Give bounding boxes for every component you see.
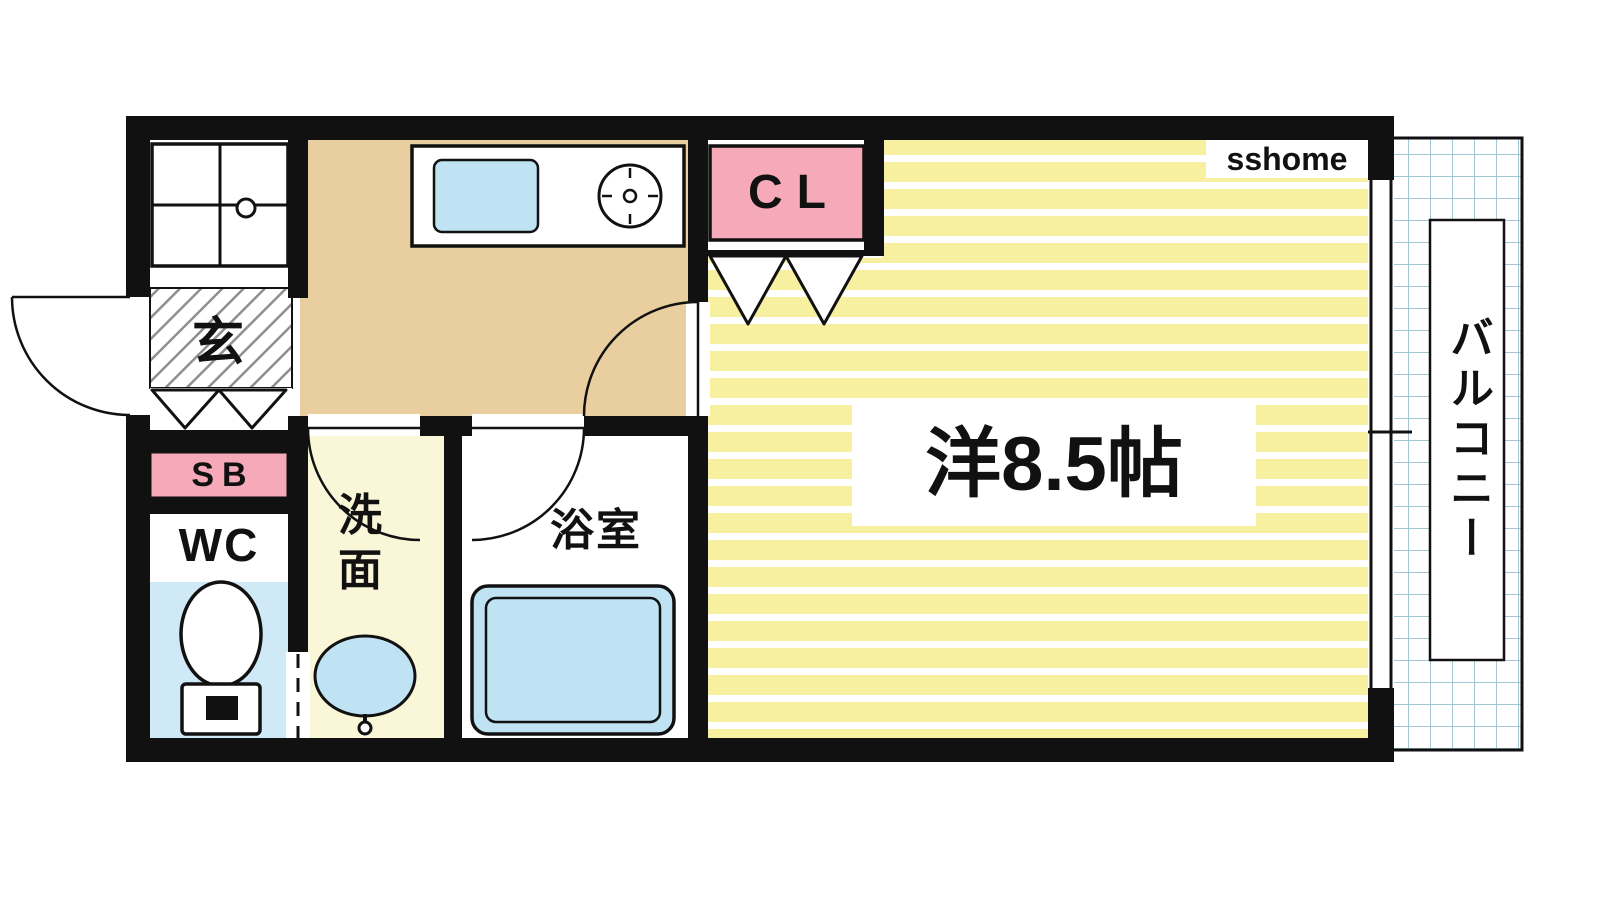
bathtub-inner <box>484 596 662 724</box>
folding-doors <box>150 254 864 430</box>
wall-segment <box>864 140 884 256</box>
bathtub <box>470 584 676 736</box>
door-swings <box>10 295 700 542</box>
wall-segment <box>1368 688 1394 762</box>
wall-segment <box>126 116 150 297</box>
kitchen-door-arc <box>582 300 699 417</box>
kitchen-sink <box>432 158 540 234</box>
wall-segment <box>126 415 150 762</box>
wall-segment <box>444 420 462 742</box>
wall-segment <box>1368 116 1394 180</box>
entrance-label: 玄 <box>192 314 245 372</box>
stove-burner-ticks <box>602 168 658 224</box>
equipment-box <box>150 142 290 268</box>
toilet-label: WC <box>178 519 260 571</box>
washroom-door-arc <box>306 427 421 542</box>
balcony-label-plate <box>1428 218 1506 662</box>
threshold <box>472 414 584 436</box>
walls <box>126 116 1394 762</box>
wall-segment <box>126 116 1394 140</box>
closet-label-box <box>708 144 866 242</box>
basin-knob <box>357 720 373 736</box>
door-thresholds <box>286 302 710 738</box>
stove-burner-center <box>622 188 638 204</box>
bathroom-door-arc <box>471 427 586 542</box>
wall-segment <box>150 430 292 452</box>
closet-label: CL <box>748 166 840 219</box>
wash-basin <box>313 634 417 736</box>
entrance-hatch-floor <box>149 287 293 389</box>
bathroom-label: 浴室 <box>550 506 642 555</box>
threshold <box>308 414 420 436</box>
main-room-label-plate <box>852 404 1256 526</box>
wall-segment <box>584 416 706 436</box>
wall-segment <box>288 416 308 652</box>
closet-front-line <box>706 250 864 256</box>
closet-door-triangle <box>708 254 788 326</box>
drain-circle <box>235 197 257 219</box>
entrance-step-triangle <box>150 388 221 430</box>
wall-segment <box>126 738 1394 762</box>
bathtub-outer <box>470 584 676 736</box>
washroom-label: 洗面 <box>338 491 382 595</box>
entrance-door-arc <box>10 296 131 417</box>
basin-bowl <box>313 634 417 718</box>
toilet-lid-detail <box>206 696 238 720</box>
wall-segment <box>288 140 308 298</box>
main-room-label: 洋8.5帖 <box>925 422 1183 507</box>
wall-segment <box>150 498 292 514</box>
shoe-box-label: SB <box>191 456 255 494</box>
entrance-step-triangle <box>217 388 288 430</box>
balcony-window <box>1368 180 1412 688</box>
watermark-plate <box>1206 140 1368 178</box>
wall-segment <box>688 140 708 302</box>
shoe-box-label-box <box>148 450 290 500</box>
kitchen-counter <box>410 144 686 248</box>
toilet-fixture <box>179 580 263 736</box>
closet-door-triangle <box>784 254 864 326</box>
balcony-label: バルコニー <box>1443 315 1492 565</box>
toilet-bowl <box>179 580 263 688</box>
watermark-text: sshome <box>1226 141 1348 177</box>
wall-segment <box>688 416 708 742</box>
